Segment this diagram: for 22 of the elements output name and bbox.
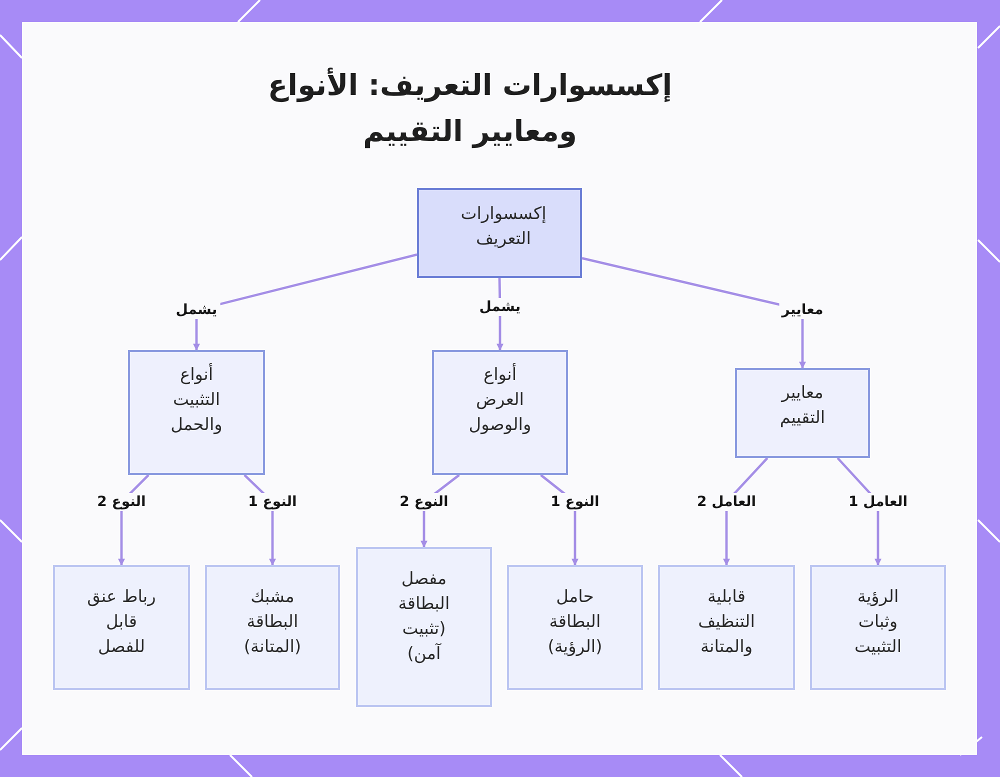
node-text: الرؤية وثبات التثبيت (853, 586, 903, 659)
connector-arrow (582, 257, 806, 369)
node-text: قابلية التنظيف والمتانة (697, 586, 756, 659)
node-text: مشبك البطاقة (المتانة) (242, 586, 302, 659)
item-box (53, 565, 190, 690)
node-text: إكسسوارات التعريف (460, 203, 548, 251)
item-box (356, 547, 492, 707)
node-text: أنواع العرض والوصول (468, 363, 532, 437)
node-text: رباط عنق قابل للفصل (86, 586, 157, 659)
root-box (417, 188, 582, 278)
category-box (128, 350, 265, 475)
diagram-title: إكسسوارات التعريف: الأنواع ومعايير التقييم (266, 66, 674, 150)
node-text: مفصل البطاقة (تثبيت آمن) (397, 568, 451, 666)
node-text: حامل البطاقة (الرؤية) (546, 586, 604, 659)
category-box (432, 350, 568, 475)
item-box (658, 565, 795, 690)
item-box (810, 565, 946, 690)
item-box (507, 565, 643, 690)
category-box (735, 368, 870, 458)
node-text: أنواع التثبيت والحمل (170, 363, 224, 437)
item-box (205, 565, 340, 690)
node-text: معايير التقييم (778, 382, 826, 430)
